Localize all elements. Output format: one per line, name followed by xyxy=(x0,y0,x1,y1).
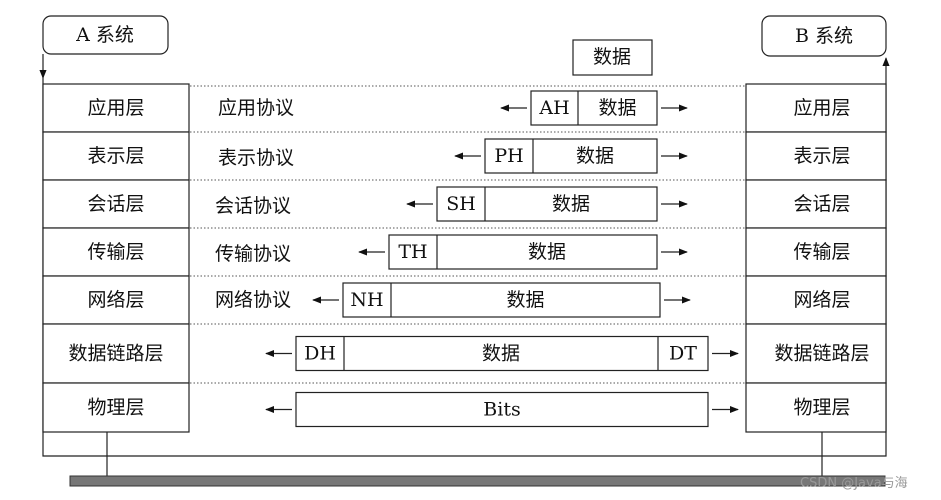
physical-medium xyxy=(69,475,886,487)
packet-trailer: DT xyxy=(669,343,697,365)
svg-text:A 系统: A 系统 xyxy=(75,24,134,46)
protocol-label: 传输协议 xyxy=(215,243,291,265)
packet-header: NH xyxy=(350,289,383,311)
watermark: CSDN @Java与海 xyxy=(800,476,908,491)
packet-header: PH xyxy=(494,145,523,167)
packet-header: AH xyxy=(538,97,569,119)
packet-header: DH xyxy=(304,343,336,365)
system-b-layer-label: 表示层 xyxy=(793,145,850,167)
system-b-layer-label: 会话层 xyxy=(793,193,850,215)
system-b-layer-3: 传输层 xyxy=(745,227,887,277)
packet-layer-5: DH DT 数据 xyxy=(265,335,739,372)
system-a-layer-label: 数据链路层 xyxy=(68,343,163,365)
system-a-layer-3: 传输层 xyxy=(42,227,190,277)
top-data-box: 数据 xyxy=(572,39,653,76)
system-b-layer-0: 应用层 xyxy=(745,83,887,133)
system-b-layer-label: 物理层 xyxy=(793,397,850,419)
system-a-layer-label: 物理层 xyxy=(87,397,144,419)
svg-text:B 系统: B 系统 xyxy=(795,25,853,47)
packet-layer-0: AH 数据 xyxy=(500,90,688,126)
system-b-layer-label: 数据链路层 xyxy=(774,343,869,365)
packet-payload: 数据 xyxy=(528,241,566,263)
protocol-label: 应用协议 xyxy=(218,97,294,119)
protocol-label: 网络协议 xyxy=(215,289,291,311)
packet-payload: 数据 xyxy=(576,145,614,167)
packet-payload: 数据 xyxy=(598,97,636,119)
system-a-layer-label: 传输层 xyxy=(87,241,144,263)
packet-layer-2: SH 数据 xyxy=(406,186,688,222)
system-a-layer-4: 网络层 xyxy=(42,275,190,325)
protocol-label: 表示协议 xyxy=(218,147,294,169)
packet-payload: 数据 xyxy=(506,289,544,311)
system-b-layer-4: 网络层 xyxy=(745,275,887,325)
system-a-layer-0: 应用层 xyxy=(42,83,190,133)
svg-text:数据: 数据 xyxy=(593,46,631,68)
protocol-label: 会话协议 xyxy=(215,195,291,217)
system-a-layer-1: 表示层 xyxy=(42,131,190,181)
packet-layer-4: NH 数据 xyxy=(312,282,691,318)
packet-layer-6: Bits xyxy=(265,391,739,428)
system-a-layer-label: 表示层 xyxy=(87,145,144,167)
packet-layer-3: TH 数据 xyxy=(358,234,688,270)
system-a-layer-label: 应用层 xyxy=(87,97,144,119)
system-b-layer-1: 表示层 xyxy=(745,131,887,181)
system-a-layer-label: 会话层 xyxy=(87,193,144,215)
packet-layer-1: PH 数据 xyxy=(454,138,688,174)
system-b-layer-label: 网络层 xyxy=(793,289,850,311)
system-a-layer-5: 数据链路层 xyxy=(42,323,190,384)
system-a-layer-label: 网络层 xyxy=(87,289,144,311)
system-b-layer-label: 传输层 xyxy=(793,241,850,263)
system-b-layer-5: 数据链路层 xyxy=(745,323,887,384)
system-a-label: A 系统 xyxy=(42,15,169,55)
packet-payload: 数据 xyxy=(552,193,590,215)
packet-payload: 数据 xyxy=(482,343,520,365)
system-b-layer-2: 会话层 xyxy=(745,179,887,229)
packet-payload: Bits xyxy=(483,399,520,421)
system-a-layer-2: 会话层 xyxy=(42,179,190,229)
packet-header: SH xyxy=(446,193,476,215)
system-b-layer-6: 物理层 xyxy=(745,382,887,433)
system-b-layer-label: 应用层 xyxy=(793,97,850,119)
system-b-label: B 系统 xyxy=(761,15,887,57)
system-a-layer-6: 物理层 xyxy=(42,382,190,433)
packet-header: TH xyxy=(398,241,427,263)
